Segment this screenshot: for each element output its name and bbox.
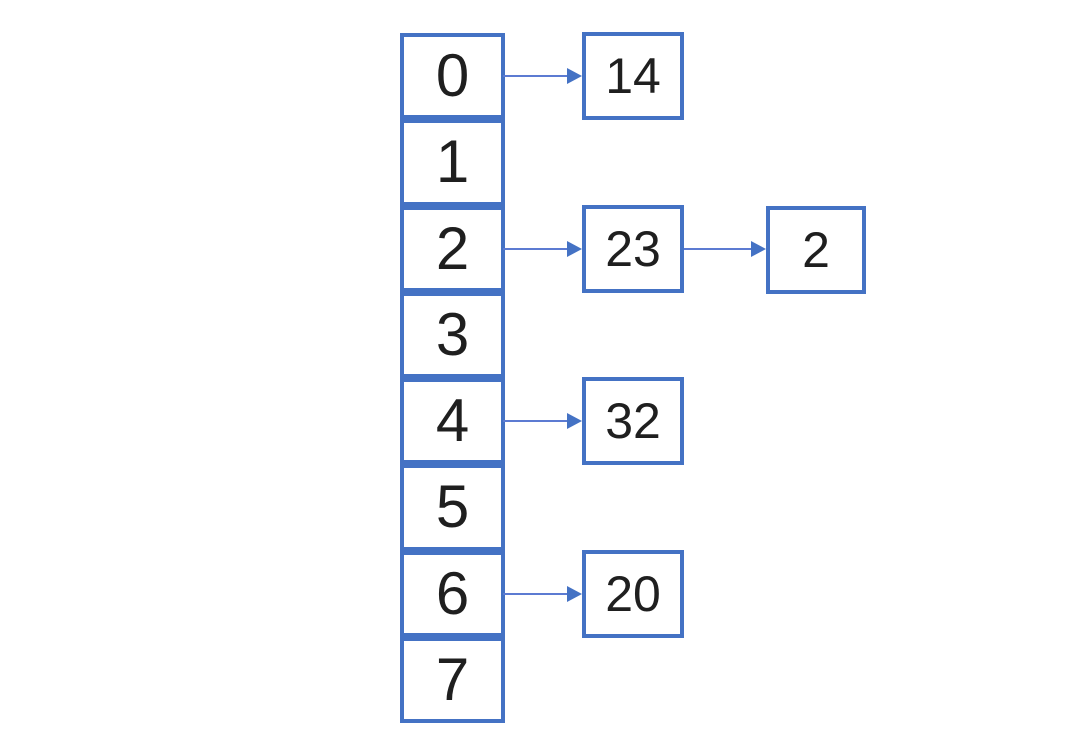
- bucket-index-2: 2: [435, 214, 470, 282]
- node-value: 2: [802, 222, 830, 278]
- bucket-index-3: 3: [435, 300, 470, 368]
- arrow-shaft: [503, 593, 567, 595]
- bucket-cell-6: 6: [400, 550, 505, 637]
- arrow-bucket6-to-node: [503, 585, 582, 603]
- arrowhead-icon: [567, 68, 582, 84]
- node-value: 14: [605, 48, 661, 104]
- bucket-index-4: 4: [435, 387, 470, 455]
- bucket-cell-2: 2: [400, 205, 505, 292]
- bucket-cell-7: 7: [400, 636, 505, 723]
- bucket-cell-3: 3: [400, 291, 505, 378]
- arrowhead-icon: [751, 241, 766, 257]
- bucket-cell-1: 1: [400, 119, 505, 206]
- arrowhead-icon: [567, 413, 582, 429]
- arrow-bucket2-node0-to-node1: [684, 240, 766, 258]
- arrowhead-icon: [567, 586, 582, 602]
- arrow-shaft: [503, 75, 567, 77]
- list-node-bucket4-item0: 32: [582, 377, 684, 465]
- list-node-bucket2-item1: 2: [766, 206, 866, 294]
- bucket-index-7: 7: [435, 645, 470, 713]
- arrow-shaft: [503, 248, 567, 250]
- arrow-shaft: [503, 420, 567, 422]
- list-node-bucket0-item0: 14: [582, 32, 684, 120]
- bucket-cell-5: 5: [400, 464, 505, 551]
- bucket-index-1: 1: [435, 128, 470, 196]
- node-value: 32: [605, 393, 661, 449]
- arrow-bucket2-to-node: [503, 240, 582, 258]
- bucket-cell-4: 4: [400, 378, 505, 465]
- node-value: 23: [605, 221, 661, 277]
- bucket-cell-0: 0: [400, 33, 505, 120]
- arrow-bucket4-to-node: [503, 412, 582, 430]
- list-node-bucket2-item0: 23: [582, 205, 684, 293]
- node-value: 20: [605, 566, 661, 622]
- bucket-index-5: 5: [435, 473, 470, 541]
- arrow-shaft: [684, 248, 751, 250]
- arrow-bucket0-to-node: [503, 67, 582, 85]
- bucket-index-6: 6: [435, 559, 470, 627]
- list-node-bucket6-item0: 20: [582, 550, 684, 638]
- bucket-index-0: 0: [435, 42, 470, 110]
- arrowhead-icon: [567, 241, 582, 257]
